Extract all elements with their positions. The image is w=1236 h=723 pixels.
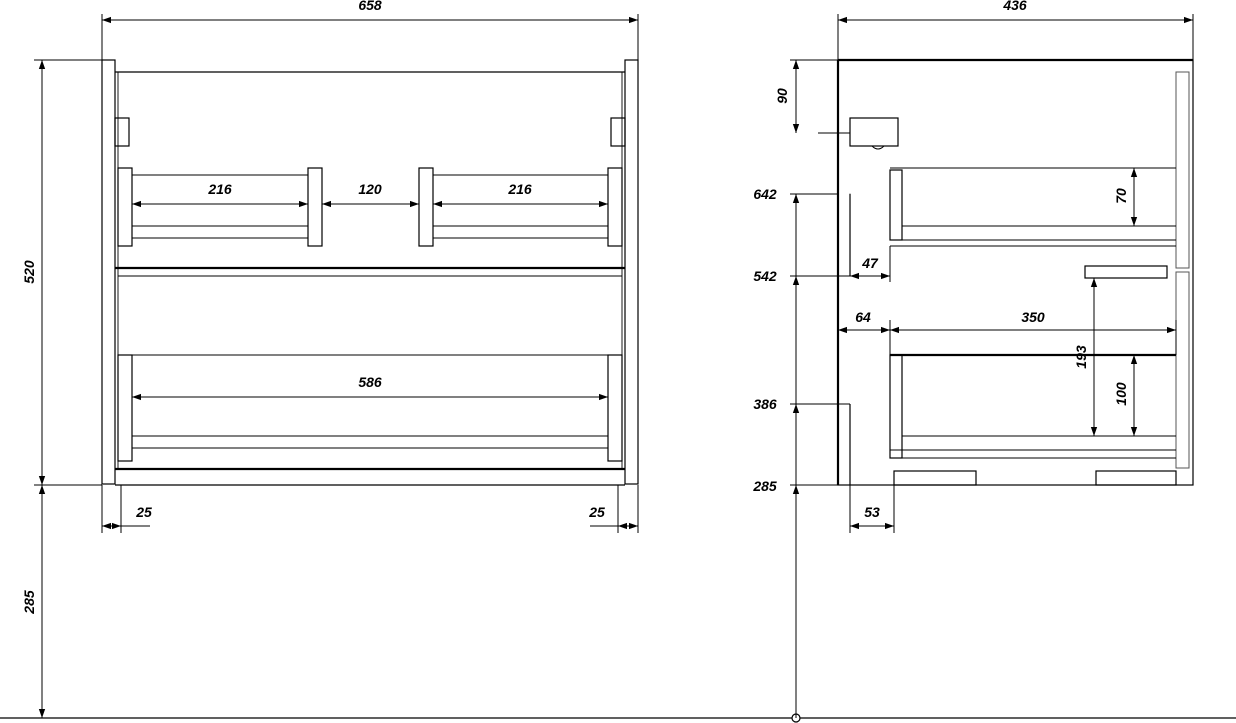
dim-offset-47: 47: [861, 255, 879, 271]
dim-siphon-drop: 90: [774, 88, 790, 104]
divider-shelf: [1084, 265, 1168, 279]
dim-lower-drawer-height: 100: [1113, 382, 1129, 406]
dim-lower-opening: 193: [1073, 345, 1089, 369]
side-door-front: [1175, 71, 1190, 269]
upper-drawer-front: [889, 169, 903, 241]
dim-height-to-floor: 285: [21, 590, 37, 615]
dim-upper-drawer-height: 70: [1113, 188, 1129, 204]
upper-tray-right-end-b: [607, 167, 623, 247]
siphon-box: [849, 117, 899, 147]
plinth-left: [893, 470, 977, 486]
dim-overall-width: 658: [358, 0, 382, 13]
upper-tray-left-end-b: [307, 167, 323, 247]
dim-side-left: 25: [135, 504, 152, 520]
hinge-left: [114, 117, 130, 147]
dim-height: 520: [21, 260, 37, 284]
cabinet-right-side: [624, 59, 639, 485]
dim-level-285: 285: [752, 478, 777, 494]
dim-level-386: 386: [753, 396, 777, 412]
lower-drawer-side-right: [607, 354, 623, 462]
side-cabinet-outline: [837, 59, 1194, 486]
plinth-right: [1095, 470, 1177, 486]
dim-depth: 436: [1002, 0, 1027, 13]
dim-offset-64: 64: [855, 309, 871, 325]
upper-tray-right-end-a: [418, 167, 434, 247]
dim-drawer-inner-right: 216: [507, 181, 532, 197]
dim-drawer-depth: 350: [1021, 309, 1045, 325]
hinge-right: [610, 117, 626, 147]
cabinet-left-side: [101, 59, 116, 485]
front-view: 658 520 285 216 120 216 586 25 25: [0, 0, 800, 719]
lower-drawer-side-left: [117, 354, 133, 462]
lower-drawer-front: [889, 354, 903, 459]
dim-offset-53: 53: [864, 504, 880, 520]
dim-drawer-inner-left: 216: [207, 181, 232, 197]
dim-level-542: 542: [753, 268, 777, 284]
dim-level-642: 642: [753, 186, 777, 202]
dim-side-right: 25: [588, 504, 605, 520]
side-door-front-lower: [1175, 271, 1190, 469]
dim-lower-drawer-inner: 586: [358, 374, 382, 390]
upper-tray-left-end-a: [117, 167, 133, 247]
dim-drawer-gap: 120: [358, 181, 382, 197]
side-view: 436 90 642 542 386 285 70 47: [752, 0, 1236, 723]
